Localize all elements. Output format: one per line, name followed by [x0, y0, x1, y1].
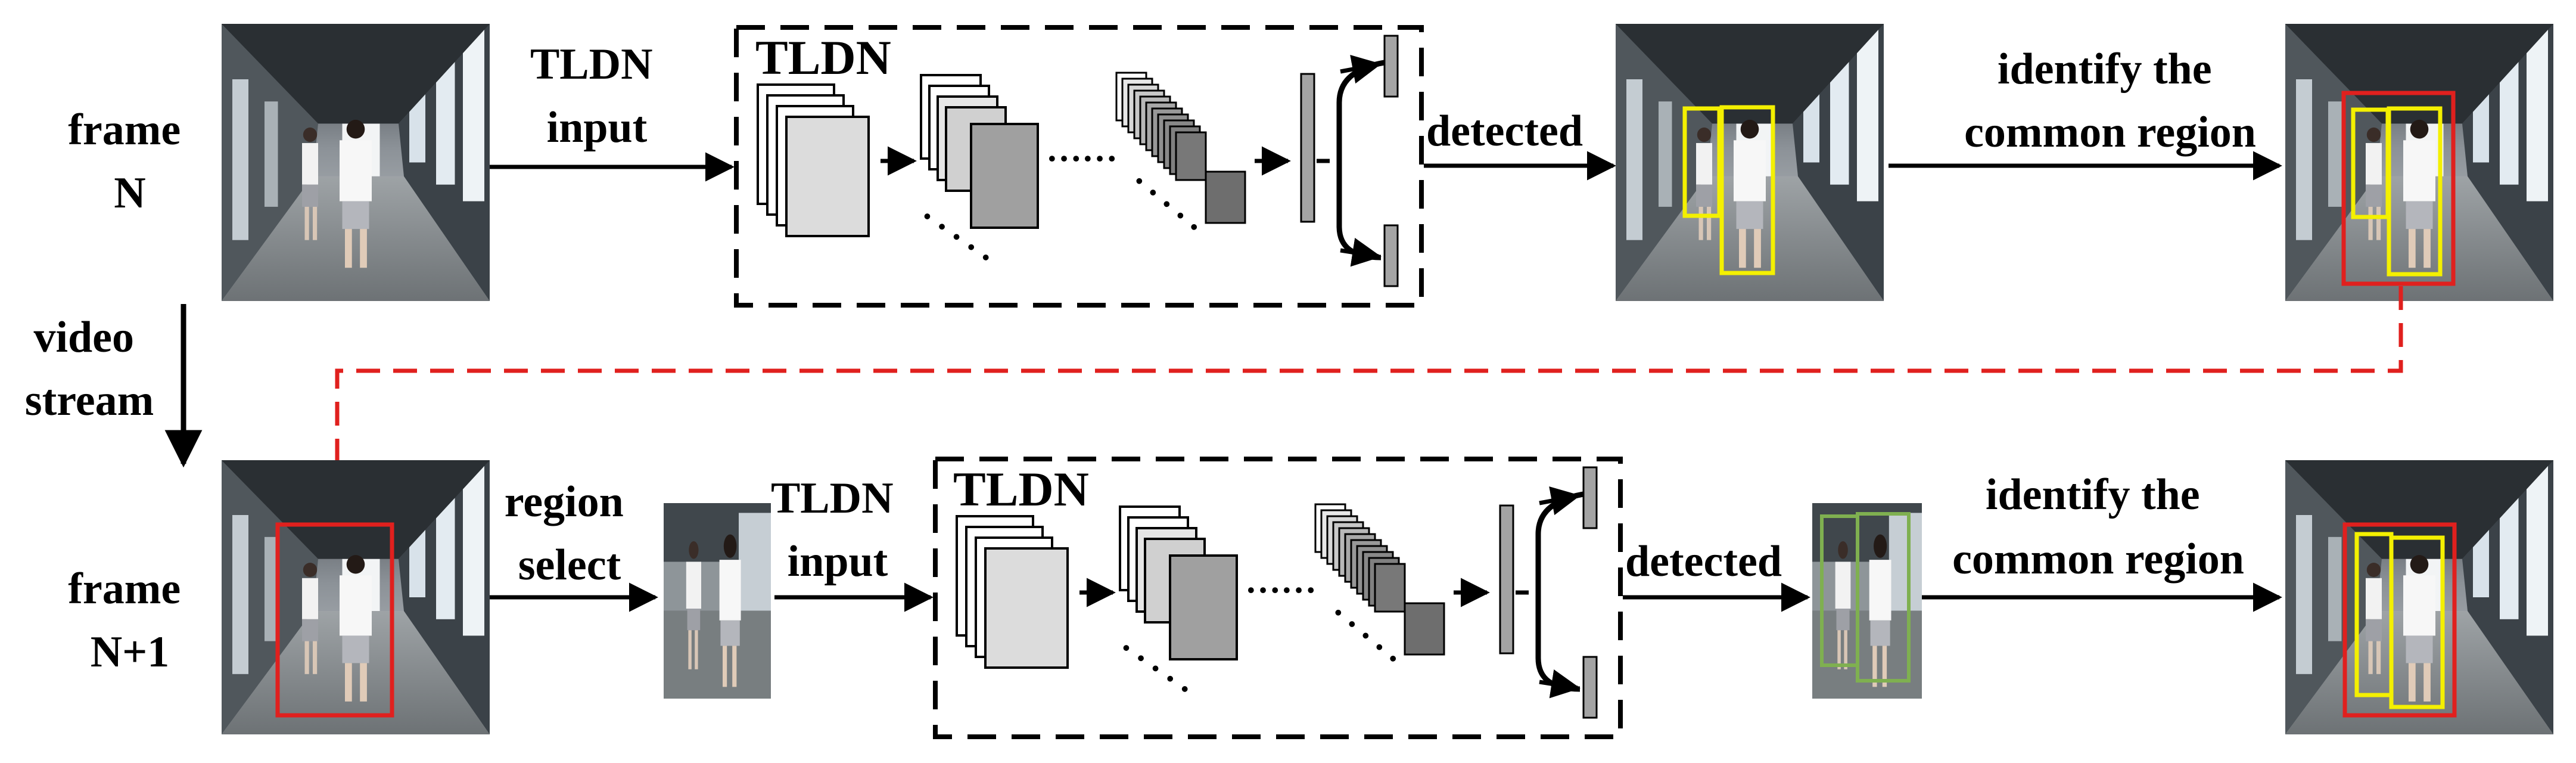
tldn-network-1: TLDN . . . . . …… — [734, 25, 1424, 308]
region-select-image — [664, 503, 771, 699]
tldn-box-title: TLDN — [755, 30, 891, 85]
frame-n1-image — [222, 460, 490, 734]
video-stream-label: video stream — [25, 313, 154, 425]
frame-n1-label: frame N+1 — [68, 565, 191, 677]
svg-text:TLDN: TLDN — [953, 462, 1089, 516]
tldn-input-label: TLDN input — [530, 40, 664, 152]
frame-n-image — [222, 24, 490, 301]
identify-label-1: identify the common region — [1964, 45, 2256, 157]
detected-label-1: detected — [1426, 107, 1583, 156]
frame-n-label: frame N — [68, 106, 191, 218]
region-feedback-arrow — [325, 286, 2403, 531]
detected-region-image — [1812, 503, 1922, 699]
svg-text:……: …… — [1245, 561, 1317, 600]
svg-text:……: …… — [1046, 129, 1118, 169]
tldn-input-label-2: TLDN input — [771, 474, 904, 586]
tldn-network-2: TLDN . . . . . …… — [933, 457, 1623, 739]
detected-label-2: detected — [1625, 537, 1782, 586]
common-region-frame-n-image — [2285, 24, 2553, 301]
region-select-label: region select — [505, 477, 635, 590]
identify-label-2: identify the common region — [1952, 470, 2244, 584]
detected-frame-n-image — [1616, 24, 1884, 301]
common-region-frame-n1-image — [2285, 460, 2553, 734]
